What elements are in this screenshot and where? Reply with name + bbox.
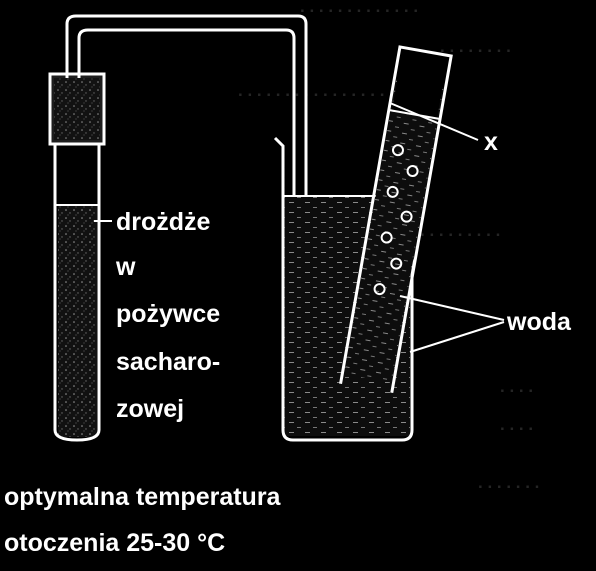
yeast-label-line-5: zowej xyxy=(116,395,184,423)
svg-text:. . . .: . . . . xyxy=(500,377,533,396)
test-tube-outline xyxy=(53,140,101,442)
collection-tube-water xyxy=(344,78,444,383)
gas-bubbles xyxy=(373,144,419,296)
beaker-outline xyxy=(273,136,422,442)
gas-bubble xyxy=(391,144,404,157)
svg-text:. . . . . . . . . . . . . . .: . . . . . . . . . . . . . . . . . . . . … xyxy=(238,81,432,100)
water-leader-line-lower xyxy=(409,321,505,353)
yeast-label-line-3: pożywce xyxy=(116,300,220,328)
collected-gas-space xyxy=(391,49,448,119)
gas-bubble xyxy=(386,185,399,198)
x-leader-line xyxy=(389,102,479,141)
svg-text:. . . . . . . . . . . . .: . . . . . . . . . . . . . xyxy=(300,0,418,16)
inverted-collection-tube xyxy=(339,45,453,394)
gas-bubble xyxy=(406,165,419,178)
x-label: x xyxy=(484,128,498,156)
yeast-label-line-1: drożdże xyxy=(116,208,211,236)
water-label: woda xyxy=(506,308,572,336)
beaker xyxy=(273,136,422,442)
svg-text:. . . .: . . . . xyxy=(500,415,533,434)
svg-text:. . . . . . . .: . . . . . . . . xyxy=(440,37,511,56)
gas-bubble xyxy=(373,283,386,296)
diagram-labels: drożdże w pożywce sacharo- zowej x woda … xyxy=(4,128,572,557)
svg-text:. . . . . . . . .: . . . . . . . . . xyxy=(420,221,500,240)
yeast-test-tube xyxy=(48,72,106,442)
caption-line-2: otoczenia 25-30 °C xyxy=(4,529,225,557)
yeast-label-line-4: sacharo- xyxy=(116,348,220,376)
leader-lines xyxy=(94,102,505,353)
water-leader-line-upper xyxy=(399,295,505,321)
gas-bubble xyxy=(390,257,403,270)
gas-bubble xyxy=(400,210,413,223)
yeast-solution xyxy=(58,205,97,437)
gas-bubble xyxy=(380,231,393,244)
svg-text:. . . . . . .: . . . . . . . xyxy=(478,473,539,492)
collection-tube-water-level xyxy=(388,108,441,120)
page-bleed-texture: . . . . . . . . . . . . . . . . . . . . … xyxy=(238,0,539,492)
collection-tube-outline xyxy=(339,45,453,394)
yeast-label-line-2: w xyxy=(115,253,136,281)
caption-line-1: optymalna temperatura xyxy=(4,483,282,511)
stopper-texture xyxy=(54,78,100,140)
